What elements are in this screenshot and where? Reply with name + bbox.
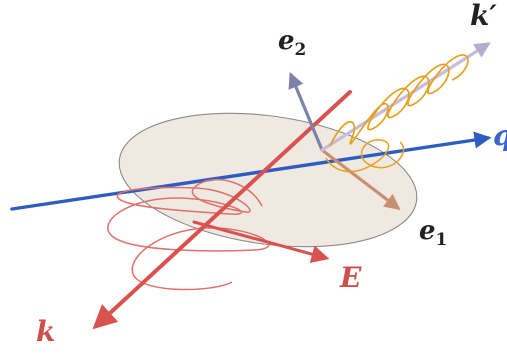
e2-label-subscript: 2 xyxy=(294,38,307,59)
scattered-wave-icon xyxy=(329,54,469,147)
q-vector-icon xyxy=(10,131,492,211)
e1-label-base: e xyxy=(419,216,436,246)
e1-vector-icon xyxy=(320,148,401,210)
e2-label: e2 xyxy=(278,28,306,58)
k-vector-icon xyxy=(92,90,352,330)
e2-vector-icon xyxy=(288,72,324,152)
incident-wave-icon xyxy=(107,178,270,291)
E-vector-icon xyxy=(192,220,330,263)
q-label: q xyxy=(493,122,507,150)
k-label: k xyxy=(36,315,56,348)
e1-label-subscript: 1 xyxy=(435,228,448,249)
e1-label: e1 xyxy=(419,218,447,248)
E-label: E xyxy=(340,261,362,294)
e2-label-base: e xyxy=(278,26,295,56)
scattering-plane-disk xyxy=(118,112,418,248)
scattered-wave-lower-icon xyxy=(325,139,405,173)
k-prime-vector-icon xyxy=(320,42,491,152)
k-prime-label: k′ xyxy=(470,0,497,32)
